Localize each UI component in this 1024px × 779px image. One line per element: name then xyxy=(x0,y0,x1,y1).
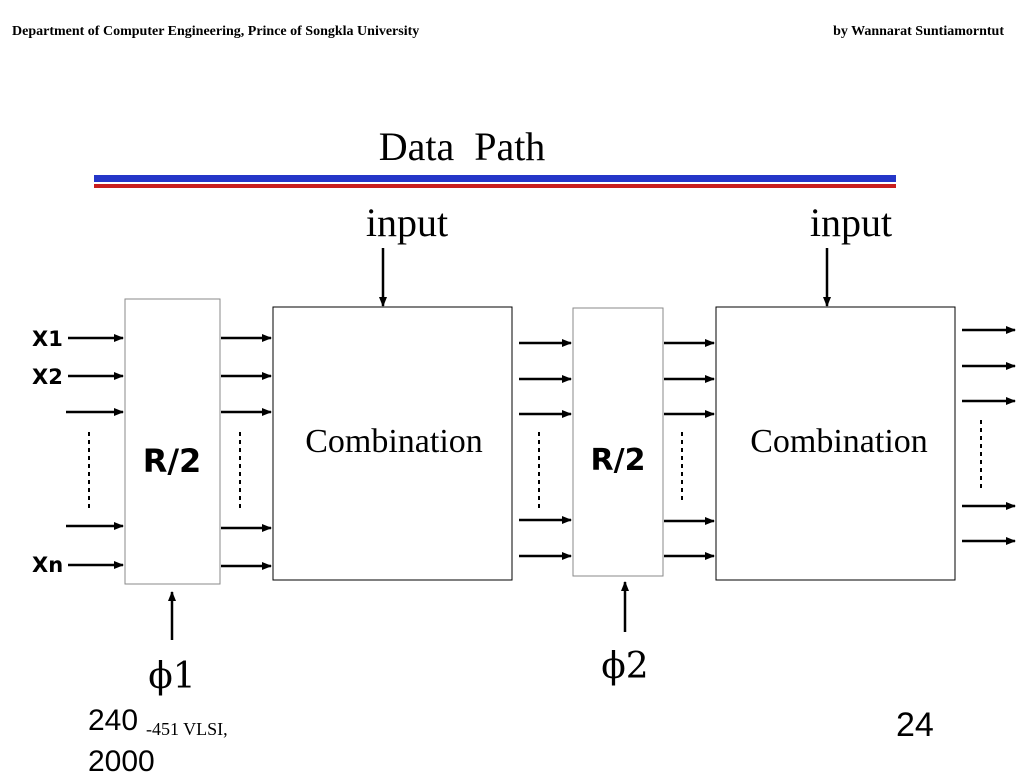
combination-label-1: Combination xyxy=(305,423,483,460)
title-rule-blue xyxy=(94,175,896,182)
page-number: 24 xyxy=(896,706,934,744)
register-label-1: R/2 xyxy=(143,442,202,480)
slide-title: Data Path xyxy=(379,124,546,169)
combination-1-output-arrows xyxy=(519,339,572,560)
register-label-2: R/2 xyxy=(591,443,646,478)
header-department: Department of Computer Engineering, Prin… xyxy=(12,24,420,39)
input-x2-label: X2 xyxy=(32,365,63,389)
input-label-2: input xyxy=(810,200,892,245)
clock-label-1: ϕ1 xyxy=(148,656,195,697)
combination-box-2 xyxy=(715,306,956,581)
footer-course-year: 2000 xyxy=(88,745,155,778)
register-1-input-arrows xyxy=(66,334,124,569)
clock-label-2: ϕ2 xyxy=(601,646,648,687)
combination-label-2: Combination xyxy=(750,423,928,460)
combination-2-output-arrows xyxy=(962,326,1016,545)
title-rule-red xyxy=(94,184,896,188)
footer-course-number: 240 xyxy=(88,704,139,737)
input-label-1: input xyxy=(366,200,448,245)
register-2-output-arrows xyxy=(664,339,715,560)
input-x1-label: X1 xyxy=(32,327,63,351)
register-box-1 xyxy=(124,298,221,585)
register-1-output-arrows xyxy=(221,334,272,570)
input-xn-label: Xn xyxy=(32,553,63,577)
header-author: by Wannarat Suntiamorntut xyxy=(833,24,1004,39)
footer-course-name: -451 VLSI, xyxy=(146,719,228,739)
register-box-2 xyxy=(572,307,664,577)
combination-box-1 xyxy=(272,306,513,581)
